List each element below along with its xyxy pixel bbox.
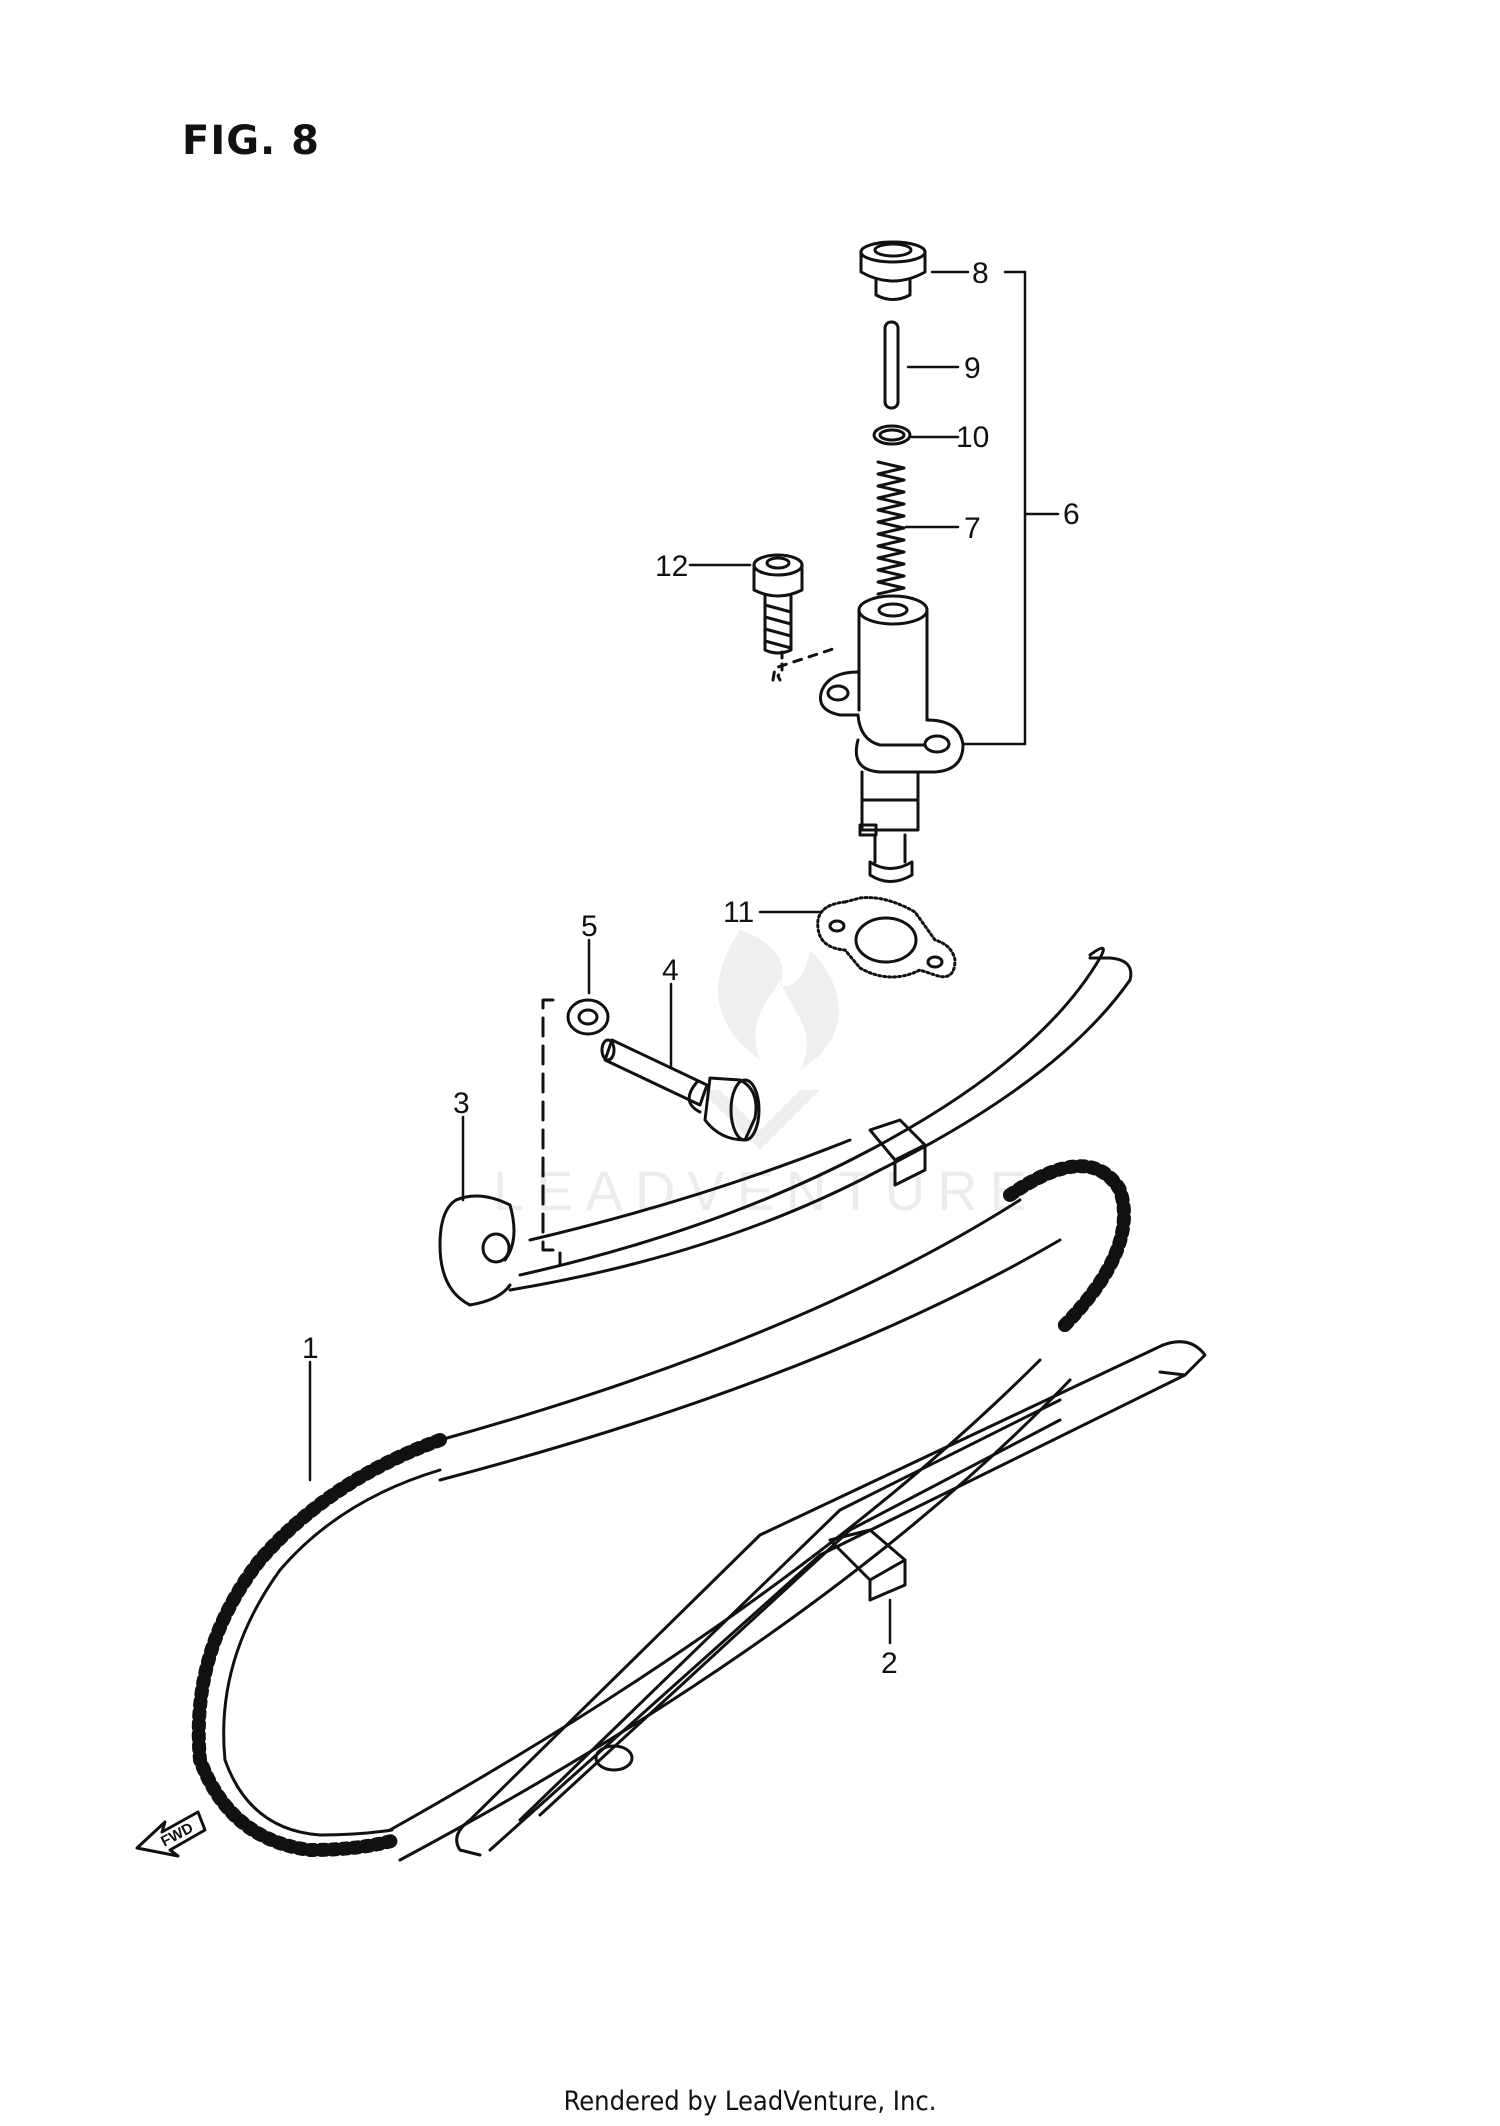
callout-8[interactable]: 8 bbox=[972, 257, 989, 290]
part-4-pivot-bolt[interactable] bbox=[600, 1038, 761, 1142]
callout-labels: 1 2 3 4 5 6 7 8 9 10 11 12 bbox=[302, 257, 1080, 1680]
part-11-gasket[interactable] bbox=[816, 896, 957, 979]
footer-credit: Rendered by LeadVenture, Inc. bbox=[563, 2086, 937, 2117]
callout-11[interactable]: 11 bbox=[723, 896, 754, 929]
figure-title: FIG. 8 bbox=[182, 118, 320, 164]
callout-2[interactable]: 2 bbox=[881, 1647, 898, 1680]
part-7-spring[interactable] bbox=[876, 460, 906, 596]
part-2-chain-guide[interactable] bbox=[455, 1340, 1207, 1857]
callout-6[interactable]: 6 bbox=[1063, 498, 1080, 531]
watermark-flame-icon bbox=[718, 930, 839, 1070]
part-6-cam-chain-tensioner[interactable] bbox=[819, 594, 965, 883]
fwd-direction-arrow: FWD bbox=[135, 1810, 207, 1858]
callout-7[interactable]: 7 bbox=[964, 512, 981, 545]
callout-10[interactable]: 10 bbox=[956, 421, 989, 454]
callout-1[interactable]: 1 bbox=[302, 1332, 319, 1365]
leader-lines bbox=[308, 270, 1060, 1645]
callout-3[interactable]: 3 bbox=[453, 1087, 470, 1120]
part-9-pin[interactable] bbox=[883, 320, 900, 410]
callout-12[interactable]: 12 bbox=[655, 550, 688, 583]
part-1-cam-chain[interactable] bbox=[191, 1159, 1131, 1862]
part-5-washer[interactable] bbox=[566, 998, 610, 1036]
assembly-dash-line bbox=[541, 998, 562, 1267]
watermark-chevron-icon bbox=[700, 1090, 820, 1150]
part-3-chain-tensioner-guide[interactable] bbox=[438, 946, 1133, 1307]
callout-5[interactable]: 5 bbox=[581, 910, 598, 943]
callout-4[interactable]: 4 bbox=[662, 954, 679, 987]
part-12-socket-bolt[interactable] bbox=[752, 553, 837, 682]
part-10-o-ring[interactable] bbox=[872, 424, 912, 446]
watermark-text: LEADVENTURE bbox=[493, 1159, 1039, 1222]
callout-9[interactable]: 9 bbox=[964, 352, 981, 385]
part-8-cap-bolt[interactable] bbox=[859, 240, 927, 301]
fwd-arrow-icon bbox=[135, 1810, 207, 1858]
watermark: LEADVENTURE bbox=[493, 930, 1039, 1222]
